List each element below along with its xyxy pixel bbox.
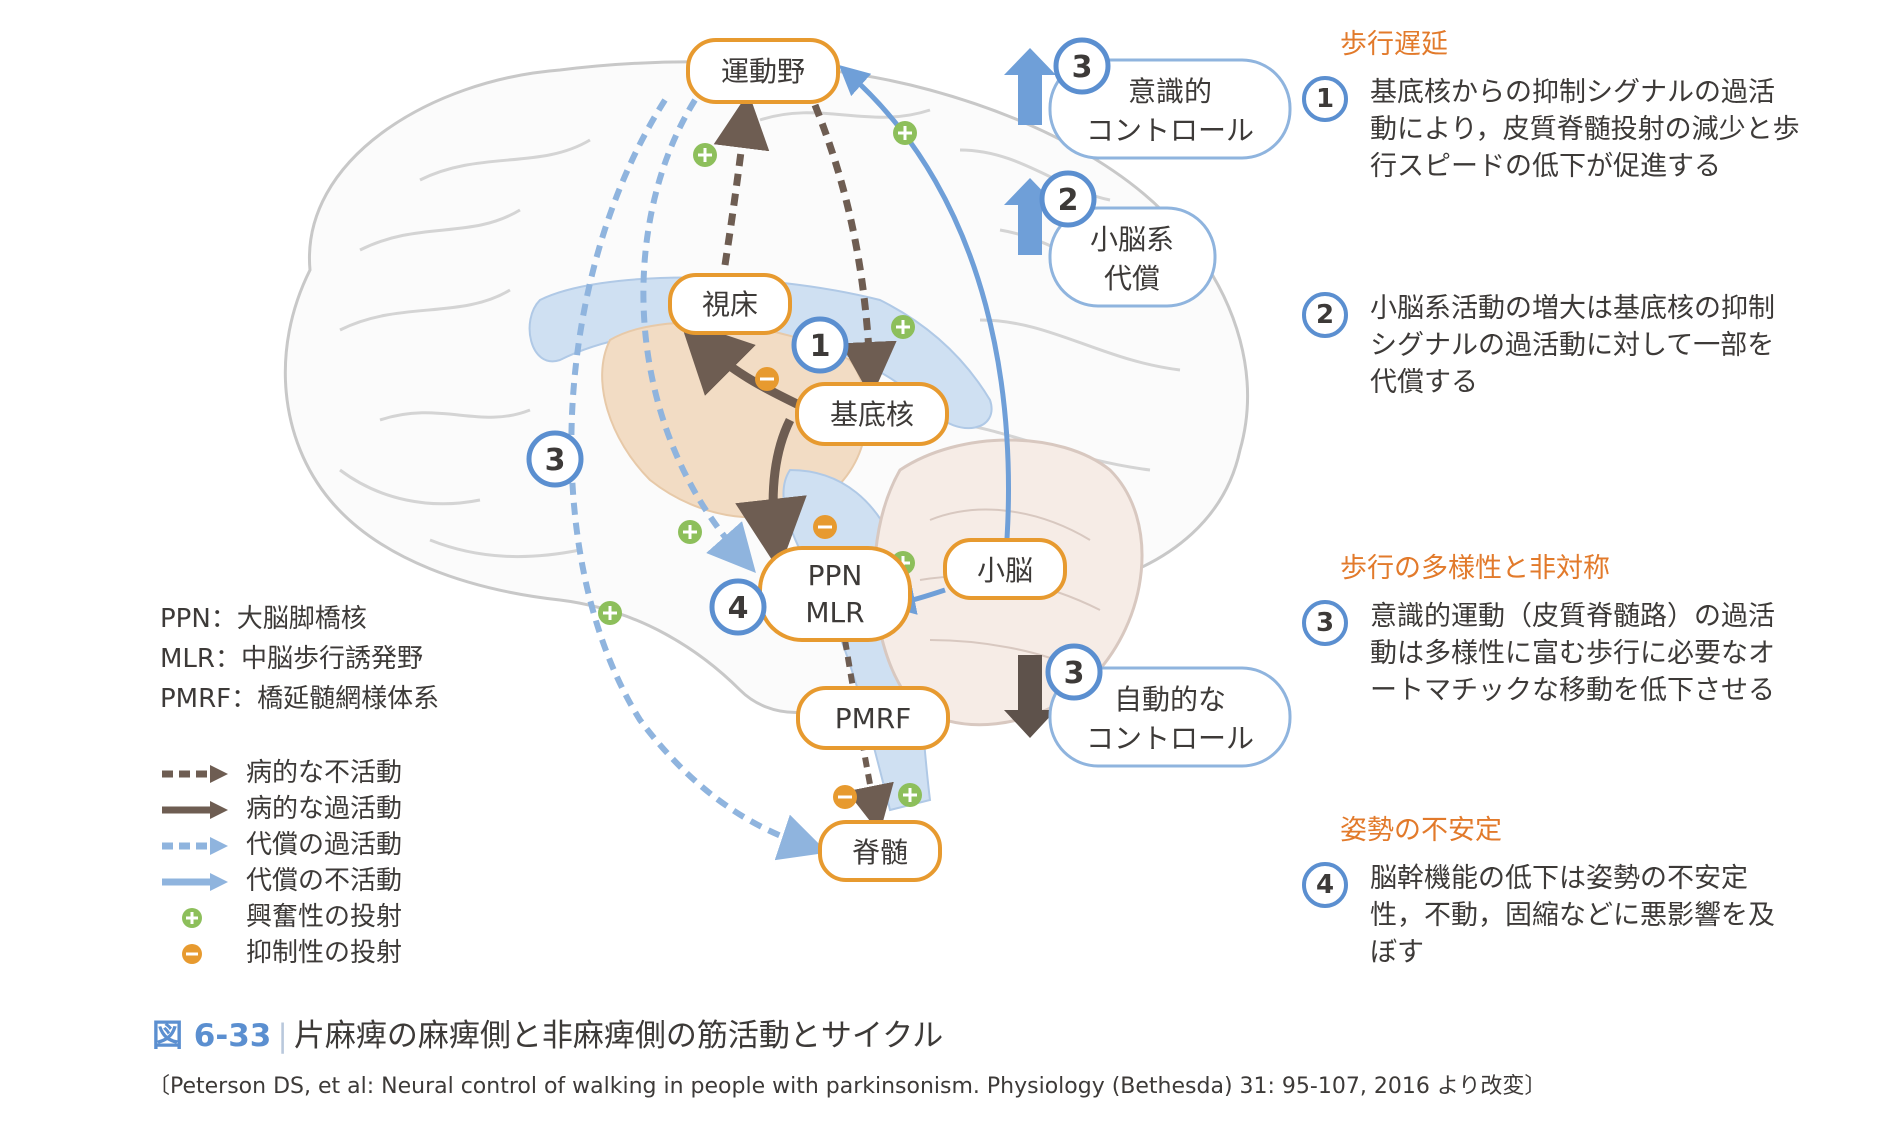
node-spinal-cord: 脊髄 — [818, 820, 942, 882]
node-ppn-mlr: PPN MLR — [758, 546, 912, 642]
panel-item-1: 1 基底核からの抑制シグナルの過活動により，皮質脊髄投射の減少と歩行スピードの低… — [1302, 74, 1800, 224]
number-marker: 3 — [1302, 600, 1348, 646]
node-label: 脊髄 — [852, 836, 908, 869]
node-label: 運動野 — [721, 55, 805, 88]
number-marker: 4 — [1302, 862, 1348, 908]
panel-item-2: 2 小脳系活動の増大は基底核の抑制シグナルの過活動に対して一部を代償する — [1302, 290, 1782, 410]
minus-icon — [813, 515, 837, 539]
minus-icon — [755, 367, 779, 391]
panel-item-text: 基底核からの抑制シグナルの過活動により，皮質脊髄投射の減少と歩行スピードの低下が… — [1370, 77, 1800, 182]
section-title-gait-delay: 歩行遅延 — [1340, 29, 1448, 60]
up-arrow-icon — [1004, 48, 1056, 125]
node-basal-ganglia: 基底核 — [795, 382, 949, 446]
solid-blue-arrow-icon — [162, 873, 228, 891]
abbr-pmrf: PMRF：橋延髄網様体系 — [160, 684, 440, 714]
svg-text:意識的: 意識的 — [1128, 75, 1212, 108]
figure-caption: 図 6-33|片麻痺の麻痺側と非麻痺側の筋活動とサイクル — [152, 1010, 943, 1055]
marker-2: 2 — [1039, 170, 1097, 228]
node-label: 小脳 — [977, 554, 1033, 587]
plus-icon — [693, 143, 717, 167]
node-pmrf: PMRF — [796, 686, 950, 750]
node-motor-cortex: 運動野 — [686, 38, 840, 104]
node-label: PPN — [808, 559, 863, 592]
minus-icon — [182, 944, 202, 964]
node-thalamus: 視床 — [668, 273, 792, 335]
number-marker: 1 — [1302, 76, 1348, 122]
svg-text:代償: 代償 — [1104, 262, 1160, 295]
marker-3-bottom: 3 — [1045, 643, 1103, 701]
section-title-variability: 歩行の多様性と非対称 — [1340, 553, 1610, 584]
panel-item-4: 4 脳幹機能の低下は姿勢の不安定性，不動，固縮などに悪影響を及ぼす — [1302, 860, 1782, 980]
callout-conscious-control: 意識的 コントロール — [1048, 58, 1292, 160]
dashed-blue-arrow-icon — [162, 837, 228, 855]
minus-icon — [833, 785, 857, 809]
marker-3-left: 3 — [526, 430, 584, 488]
node-label: MLR — [805, 596, 864, 629]
marker-3-top: 3 — [1053, 37, 1111, 95]
callout-automatic-control: 自動的な コントロール — [1048, 666, 1292, 768]
svg-text:1: 1 — [810, 329, 831, 364]
node-label: 視床 — [702, 288, 758, 321]
node-label: 基底核 — [830, 398, 914, 431]
plus-icon — [678, 520, 702, 544]
svg-text:4: 4 — [728, 591, 749, 626]
abbr-ppn: PPN：大脳脚橋核 — [160, 604, 367, 634]
svg-text:3: 3 — [1064, 656, 1085, 691]
node-label: PMRF — [835, 702, 912, 735]
node-cerebellum: 小脳 — [943, 538, 1067, 600]
abbr-mlr: MLR：中脳歩行誘発野 — [160, 644, 423, 674]
plus-icon — [182, 908, 202, 928]
svg-text:コントロール: コントロール — [1086, 722, 1254, 755]
marker-4: 4 — [709, 578, 767, 636]
plus-icon — [898, 783, 922, 807]
section-title-postural: 姿勢の不安定 — [1340, 815, 1502, 846]
marker-1: 1 — [791, 316, 849, 374]
figure-label: 図 6-33 — [152, 1018, 272, 1054]
caption-divider: | — [277, 1018, 288, 1054]
svg-text:コントロール: コントロール — [1086, 114, 1254, 147]
down-arrow-icon — [1004, 655, 1056, 738]
plus-icon — [598, 601, 622, 625]
figure-reference: 〔Peterson DS, et al: Neural control of w… — [148, 1074, 1547, 1099]
panel-item-text: 脳幹機能の低下は姿勢の不安定性，不動，固縮などに悪影響を及ぼす — [1370, 863, 1775, 968]
panel-item-3: 3 意識的運動（皮質脊髄路）の過活動は多様性に富む歩行に必要なオートマチックな移… — [1302, 598, 1782, 748]
plus-icon — [891, 315, 915, 339]
panel-item-text: 小脳系活動の増大は基底核の抑制シグナルの過活動に対して一部を代償する — [1370, 293, 1775, 398]
svg-text:2: 2 — [1058, 183, 1079, 218]
figure-title: 片麻痺の麻痺側と非麻痺側の筋活動とサイクル — [293, 1018, 944, 1054]
plus-icon — [893, 121, 917, 145]
number-marker: 2 — [1302, 292, 1348, 338]
solid-brown-arrow-icon — [162, 801, 228, 819]
panel-item-text: 意識的運動（皮質脊髄路）の過活動は多様性に富む歩行に必要なオートマチックな移動を… — [1370, 601, 1775, 706]
svg-text:小脳系: 小脳系 — [1090, 223, 1174, 256]
dashed-brown-arrow-icon — [162, 765, 228, 783]
svg-text:自動的な: 自動的な — [1114, 683, 1226, 716]
svg-text:3: 3 — [1072, 50, 1093, 85]
svg-text:3: 3 — [545, 443, 566, 478]
callout-cerebellar-compensation: 小脳系 代償 — [1048, 206, 1217, 308]
